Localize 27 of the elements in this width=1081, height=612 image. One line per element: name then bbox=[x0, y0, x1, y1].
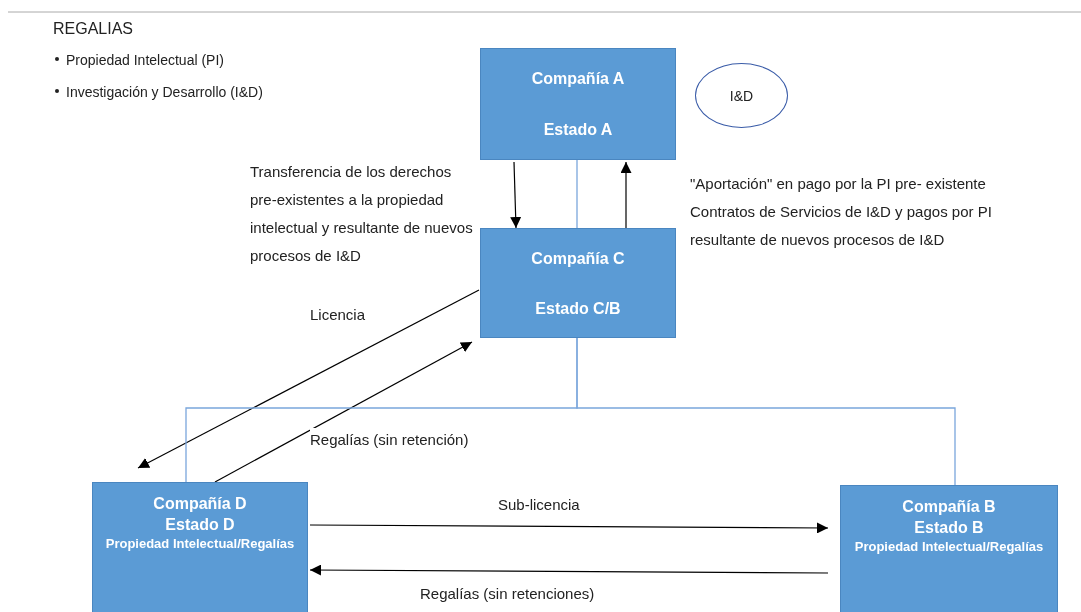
arrow bbox=[620, 161, 632, 229]
arrow bbox=[510, 161, 522, 229]
arrow bbox=[309, 564, 829, 576]
connector-line bbox=[576, 337, 956, 486]
company-name: Compañía D bbox=[153, 494, 247, 514]
node-label: I&D bbox=[729, 87, 754, 104]
arrow bbox=[309, 522, 829, 534]
node-note: Propiedad Intelectual/Regalías bbox=[854, 538, 1044, 555]
state-name: Estado B bbox=[914, 518, 984, 538]
company-box bbox=[92, 482, 308, 612]
node-note: Propiedad Intelectual/Regalías bbox=[105, 535, 295, 552]
state-name: Estado A bbox=[543, 120, 613, 140]
arrow bbox=[137, 289, 480, 469]
state-name: Estado C/B bbox=[535, 298, 621, 319]
company-name: Compañía C bbox=[531, 248, 625, 269]
arrow bbox=[214, 341, 473, 483]
list-item: Investigación y Desarrollo (I&D) bbox=[66, 84, 263, 100]
company-box bbox=[480, 228, 676, 338]
company-name: Compañía A bbox=[531, 69, 625, 89]
company-box bbox=[840, 485, 1058, 612]
company-box bbox=[480, 48, 676, 160]
connector-line bbox=[576, 159, 578, 229]
ellipse-node bbox=[695, 63, 788, 128]
state-name: Estado D bbox=[165, 515, 235, 535]
company-name: Compañía B bbox=[902, 497, 996, 517]
list-item: Propiedad Intelectual (PI) bbox=[66, 52, 224, 68]
heading: REGALIAS bbox=[53, 20, 134, 38]
